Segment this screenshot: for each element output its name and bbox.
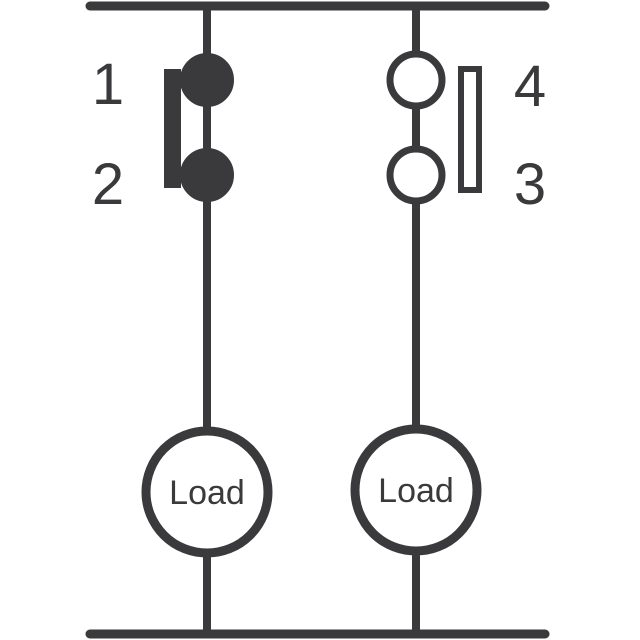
pin-label-4: 4 bbox=[514, 54, 546, 119]
left-branch: 1 2 Load bbox=[92, 2, 273, 638]
contact-4-open bbox=[386, 50, 446, 110]
right-load-circle bbox=[350, 424, 482, 556]
left-load-label: Load bbox=[169, 474, 245, 512]
right-branch: 4 3 Load bbox=[350, 2, 546, 638]
open-contact-bar bbox=[458, 66, 482, 193]
pin-label-2: 2 bbox=[92, 152, 124, 217]
pin-label-1: 1 bbox=[92, 52, 124, 117]
left-load-circle bbox=[141, 426, 273, 558]
closed-contact-bar bbox=[164, 69, 181, 188]
right-load-label: Load bbox=[378, 472, 454, 510]
pin-label-3: 3 bbox=[514, 152, 546, 217]
contact-1-closed bbox=[180, 53, 234, 107]
contact-2-closed bbox=[180, 148, 234, 202]
contact-3-open bbox=[386, 145, 446, 205]
